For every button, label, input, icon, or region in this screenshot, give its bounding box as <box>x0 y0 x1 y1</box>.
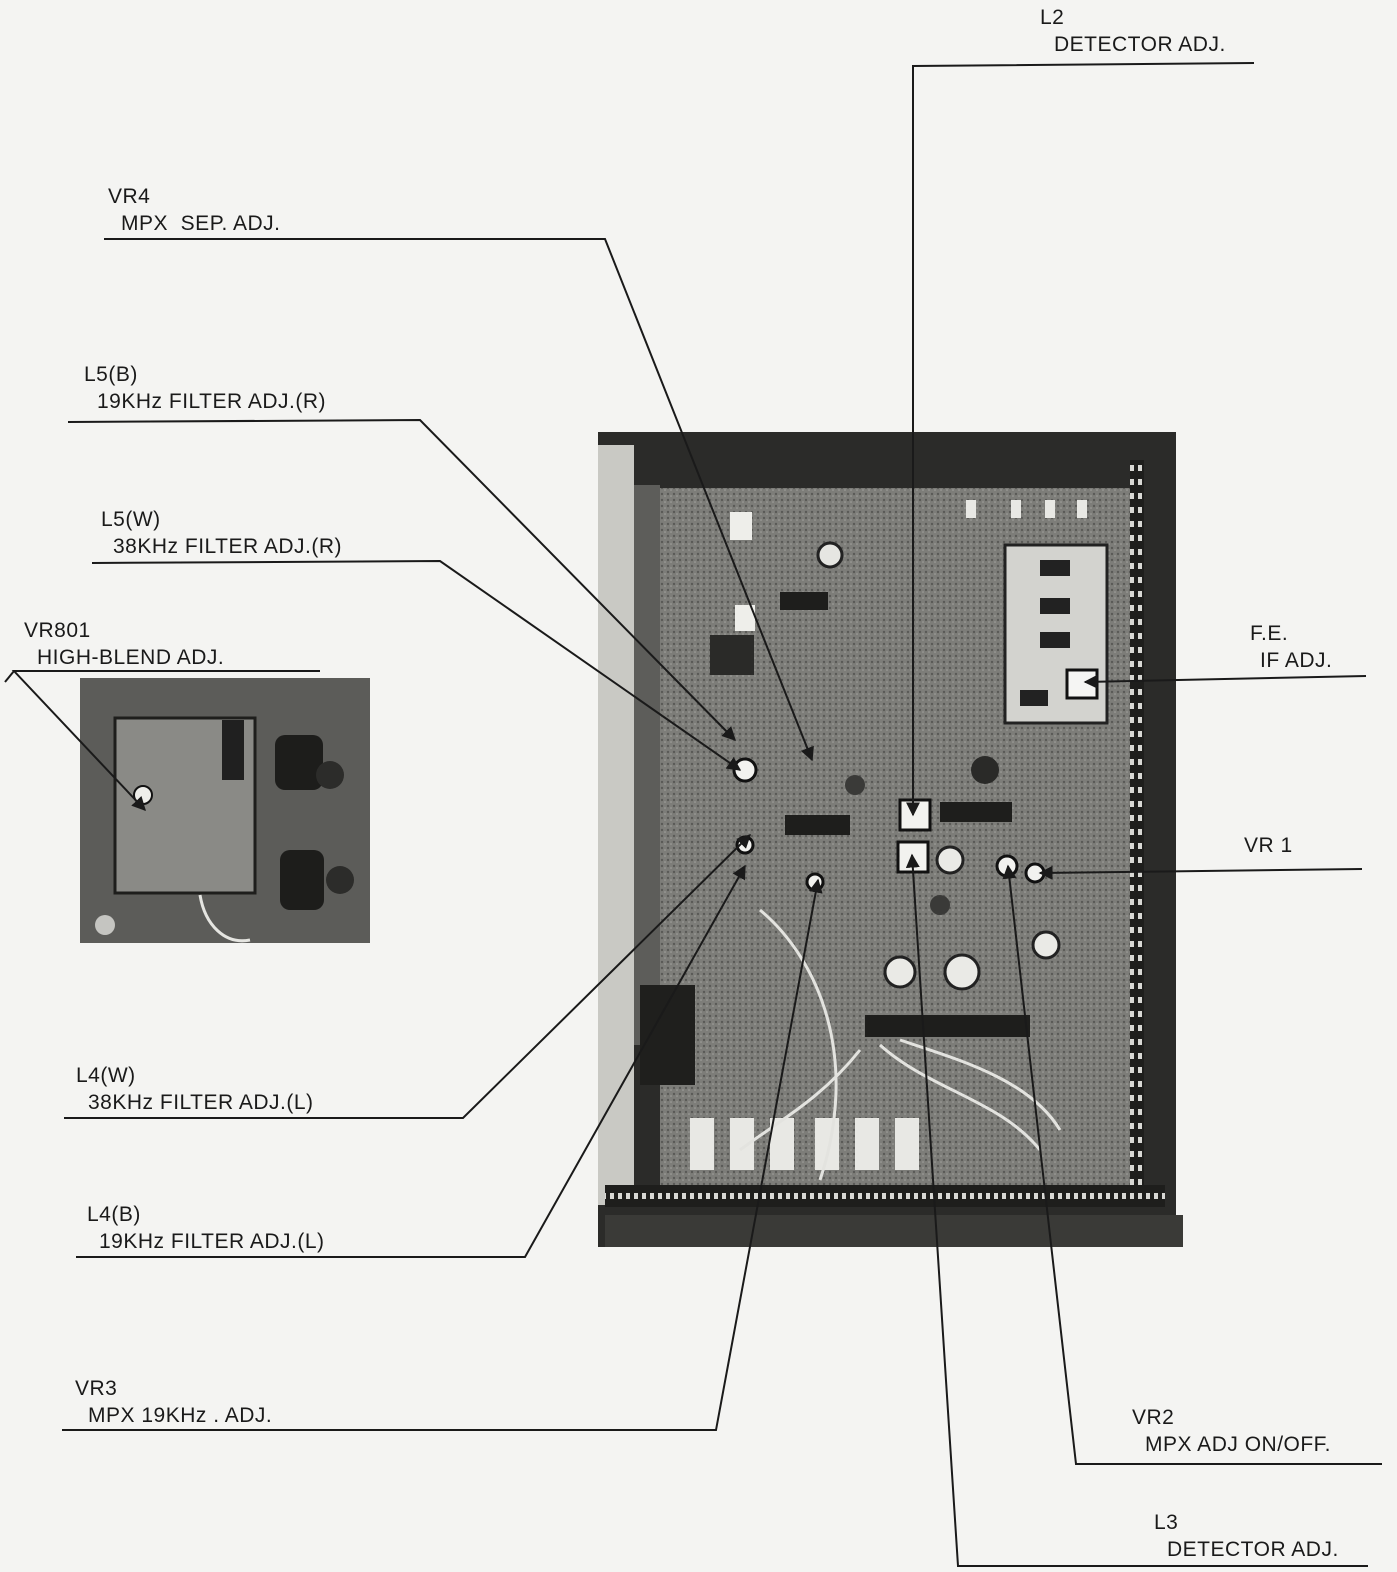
leader-l5b <box>67 418 736 741</box>
label-vr1: VR 1 <box>1244 832 1293 859</box>
leader-l2 <box>906 62 1255 817</box>
label-l5w: L5(W) 38KHz FILTER ADJ.(R) <box>101 506 342 560</box>
leader-l4b <box>76 864 746 1258</box>
leader-vr2 <box>1002 864 1382 1465</box>
part-name: L4(W) <box>76 1064 136 1087</box>
part-name: L3 <box>1154 1511 1179 1534</box>
part-name: VR4 <box>108 185 151 208</box>
part-name: VR 1 <box>1244 834 1293 857</box>
part-description: 38KHz FILTER ADJ.(L) <box>88 1091 314 1114</box>
leader-vr801-b <box>4 670 15 683</box>
part-description: DETECTOR ADJ. <box>1167 1538 1339 1561</box>
leader-fe <box>1083 674 1367 689</box>
part-description: MPX ADJ ON/OFF. <box>1145 1433 1332 1456</box>
part-description: 19KHz FILTER ADJ.(R) <box>97 390 326 413</box>
label-l4w: L4(W) 38KHz FILTER ADJ.(L) <box>76 1062 314 1116</box>
part-description: MPX 19KHz . ADJ. <box>88 1404 273 1427</box>
label-vr801: VR801 HIGH-BLEND ADJ. <box>24 617 224 671</box>
part-name: F.E. <box>1250 622 1289 645</box>
label-l5b: L5(B) 19KHz FILTER ADJ.(R) <box>84 361 326 415</box>
label-l2: L2 DETECTOR ADJ. <box>1040 4 1226 58</box>
label-l4b: L4(B) 19KHz FILTER ADJ.(L) <box>87 1201 325 1255</box>
leader-l5w <box>91 559 742 771</box>
part-name: L2 <box>1040 6 1065 29</box>
label-vr3: VR3 MPX 19KHz . ADJ. <box>75 1375 272 1429</box>
part-name: L4(B) <box>87 1203 141 1226</box>
part-name: L5(W) <box>101 508 161 531</box>
part-description: MPX SEP. ADJ. <box>121 212 281 235</box>
main-board-photo <box>598 432 1183 1247</box>
part-name: VR2 <box>1132 1406 1175 1429</box>
label-fe: F.E. IF ADJ. <box>1250 620 1332 674</box>
high-blend-inset-photo <box>80 678 370 943</box>
part-description: IF ADJ. <box>1260 649 1333 672</box>
leader-lines <box>4 62 1382 1567</box>
part-description: 38KHz FILTER ADJ.(R) <box>113 535 342 558</box>
label-vr4: VR4 MPX SEP. ADJ. <box>108 183 281 237</box>
label-vr2: VR2 MPX ADJ ON/OFF. <box>1132 1404 1331 1458</box>
part-description: DETECTOR ADJ. <box>1054 33 1226 56</box>
part-name: VR801 <box>24 619 91 642</box>
leader-l3 <box>905 853 1368 1567</box>
leader-vr3 <box>62 878 823 1431</box>
leader-vr1 <box>1038 865 1363 880</box>
leader-vr4 <box>104 238 814 762</box>
part-name: VR3 <box>75 1377 118 1400</box>
part-name: L5(B) <box>84 363 138 386</box>
leader-l4w <box>64 834 751 1119</box>
part-description: 19KHz FILTER ADJ.(L) <box>99 1230 325 1253</box>
part-description: HIGH-BLEND ADJ. <box>37 646 225 669</box>
label-l3: L3 DETECTOR ADJ. <box>1154 1509 1339 1563</box>
